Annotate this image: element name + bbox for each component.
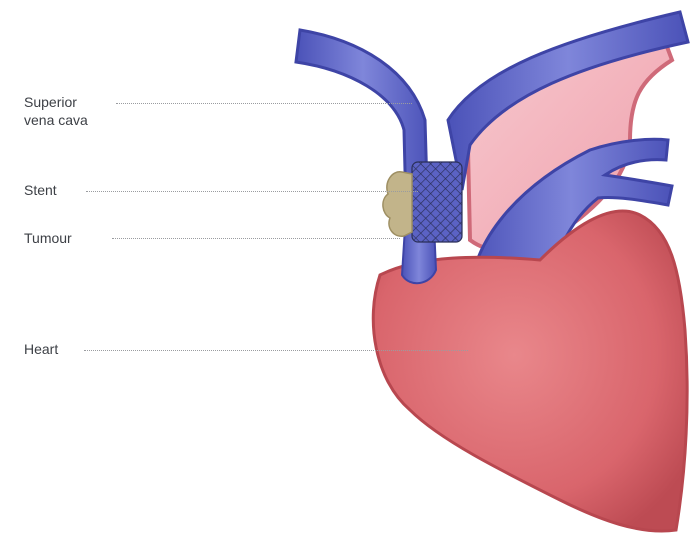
- tumour: [383, 172, 412, 236]
- label-superior-line2: vena cava: [24, 111, 88, 129]
- leader-stent: [86, 191, 418, 192]
- label-tumour: Tumour: [24, 229, 72, 247]
- leader-heart: [84, 350, 468, 351]
- label-stent: Stent: [24, 181, 57, 199]
- label-heart: Heart: [24, 340, 58, 358]
- stent-mesh: [412, 162, 462, 242]
- leader-superior-vena-cava: [116, 103, 412, 104]
- label-superior-vena-cava: Superior vena cava: [24, 93, 88, 129]
- label-superior-line1: Superior: [24, 93, 88, 111]
- leader-tumour: [112, 238, 400, 239]
